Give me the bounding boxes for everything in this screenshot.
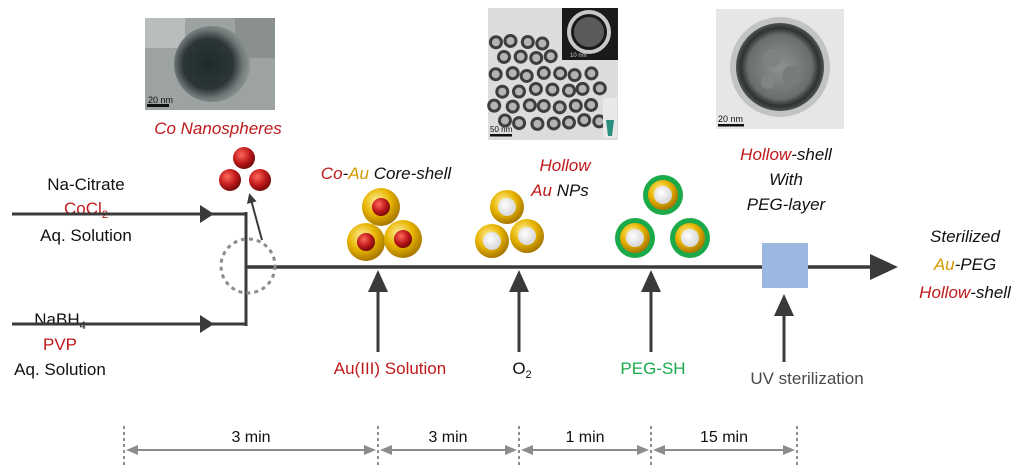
final-label-line3: Hollow-shell <box>919 283 1012 302</box>
tem-particle-core <box>533 119 542 128</box>
tem-particle-core <box>500 116 509 125</box>
tem-particle-core <box>506 36 515 45</box>
tem-particle-core <box>522 71 531 80</box>
mixing-to-co-arrow <box>247 193 263 241</box>
tem-particle-core <box>508 102 517 111</box>
bottom-input-line1: NaBH4 <box>34 310 85 332</box>
tem-particle-core <box>539 68 548 77</box>
hollow-inset-scale-label: 10 nm <box>570 53 587 59</box>
timeline-interval-3: 1 min <box>565 429 604 446</box>
peg-sh-label: PEG-SH <box>620 359 685 378</box>
hollow-micrograph: 10 nm 50 nm <box>487 8 618 140</box>
hollow-scale-bar-label: 50 nm <box>490 125 513 134</box>
bottom-input-line3: Aq. Solution <box>14 360 106 379</box>
top-input-line1: Na-Citrate <box>47 175 124 194</box>
timeline-interval-4: 15 min <box>700 429 748 446</box>
tem-particle-core <box>499 52 508 61</box>
top-input-line3: Aq. Solution <box>40 226 132 245</box>
addition-arrows <box>368 270 794 362</box>
final-label-line1: Sterilized <box>930 227 1000 246</box>
tem-particle-core <box>516 52 525 61</box>
tem-particle-core <box>490 101 499 110</box>
tem-particle-core <box>578 84 587 93</box>
tem-particle-core <box>546 52 555 61</box>
tem-particle-core <box>571 101 580 110</box>
bottom-input-line2: PVP <box>43 335 77 354</box>
tem-particle-core <box>538 39 547 48</box>
hollow-label-line2: Au NPs <box>530 181 589 200</box>
tem-particle-core <box>564 118 573 127</box>
co-scale-bar-label: 20 nm <box>148 95 173 105</box>
o2-label: O2 <box>512 359 531 381</box>
core-shell-particles-icon <box>347 188 422 261</box>
tem-particle-core <box>491 38 500 47</box>
uv-sterilization-label: UV sterilization <box>750 369 863 388</box>
tem-particle-core <box>549 119 558 128</box>
tem-particle-core <box>539 101 548 110</box>
tem-particle-core <box>548 85 557 94</box>
top-input-line2: CoCl2 <box>64 199 108 221</box>
tem-particle-core <box>556 69 565 78</box>
peg-micrograph: 20 nm <box>716 9 844 129</box>
tem-particle-core <box>531 84 540 93</box>
tem-particle-core <box>515 119 524 128</box>
flow-lines <box>12 205 898 333</box>
hollow-peg-label-line1: Hollow-shell <box>740 145 833 164</box>
tem-particle-core <box>570 71 579 80</box>
top-input-arrow <box>200 205 214 223</box>
tem-particle-core <box>523 38 532 47</box>
tem-particle-core <box>514 87 523 96</box>
tem-particle-core <box>587 69 596 78</box>
co-nanospheres-label: Co Nanospheres <box>154 119 282 138</box>
tem-particle-core <box>508 69 517 78</box>
hollow-label-line1: Hollow <box>539 156 592 175</box>
tem-particle-core <box>587 100 596 109</box>
vial-icon <box>606 120 614 136</box>
tem-particle-core <box>498 87 507 96</box>
peg-scale-bar-label: 20 nm <box>718 114 743 124</box>
peg-particles-icon <box>615 175 710 258</box>
uv-sterilization-box <box>762 243 808 288</box>
tem-particle-core <box>595 84 604 93</box>
tem-particle-core <box>595 117 604 126</box>
hollow-particle-field <box>487 33 607 131</box>
top-input: Na-Citrate CoCl2 Aq. Solution <box>40 175 132 245</box>
co-micrograph: 20 nm <box>145 18 275 110</box>
hollow-peg-label-line3: PEG-layer <box>747 195 827 214</box>
tem-particle-core <box>532 53 541 62</box>
tem-particle-core <box>565 86 574 95</box>
au3-solution-label: Au(III) Solution <box>334 359 446 378</box>
timeline-interval-1: 3 min <box>231 429 270 446</box>
hollow-peg-label-line2: With <box>769 170 803 189</box>
hollow-particles-icon <box>475 190 544 258</box>
mixing-zone-circle <box>219 237 277 295</box>
tem-particle-core <box>580 116 589 125</box>
co-nanospheres-icon <box>219 147 271 191</box>
tem-particle-core <box>555 103 564 112</box>
final-label-line2: Au-PEG <box>933 255 996 274</box>
bottom-input: NaBH4 PVP Aq. Solution <box>14 310 106 379</box>
tem-particle-core <box>525 101 534 110</box>
timeline: 3 min 3 min 1 min 15 min <box>123 426 798 468</box>
core-shell-label: Co-Au Core-shell <box>321 164 453 183</box>
bottom-input-arrow <box>200 315 214 333</box>
tem-particle-core <box>491 70 500 79</box>
main-flow-arrowhead <box>870 254 898 280</box>
timeline-interval-2: 3 min <box>428 429 467 446</box>
